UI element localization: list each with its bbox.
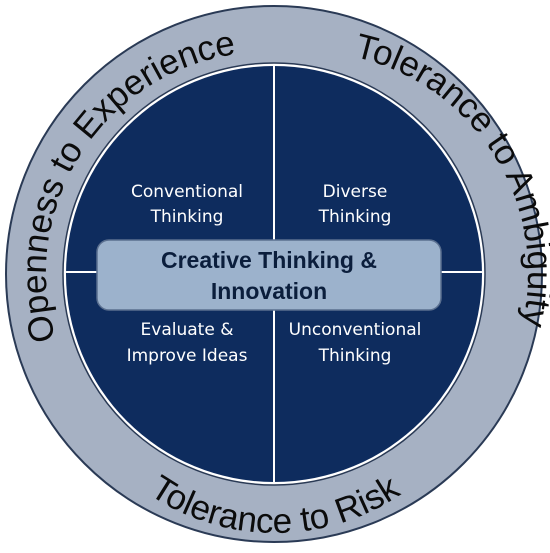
quadrant-bottom-right-line1: Unconventional [289, 320, 422, 340]
quadrant-top-left-line2: Thinking [150, 207, 224, 227]
quadrant-top-right-line1: Diverse [323, 182, 388, 202]
quadrant-bottom-right-line2: Thinking [318, 346, 392, 366]
center-title-line2: Innovation [211, 278, 327, 304]
center-title-line1: Creative Thinking & [161, 247, 377, 273]
quadrant-top-left-line1: Conventional [131, 182, 243, 202]
quadrant-bottom-left-line1: Evaluate & [141, 320, 234, 340]
center-box [96, 239, 442, 311]
quadrant-bottom-left-line2: Improve Ideas [127, 346, 248, 366]
quadrant-top-right-line2: Thinking [318, 207, 392, 227]
